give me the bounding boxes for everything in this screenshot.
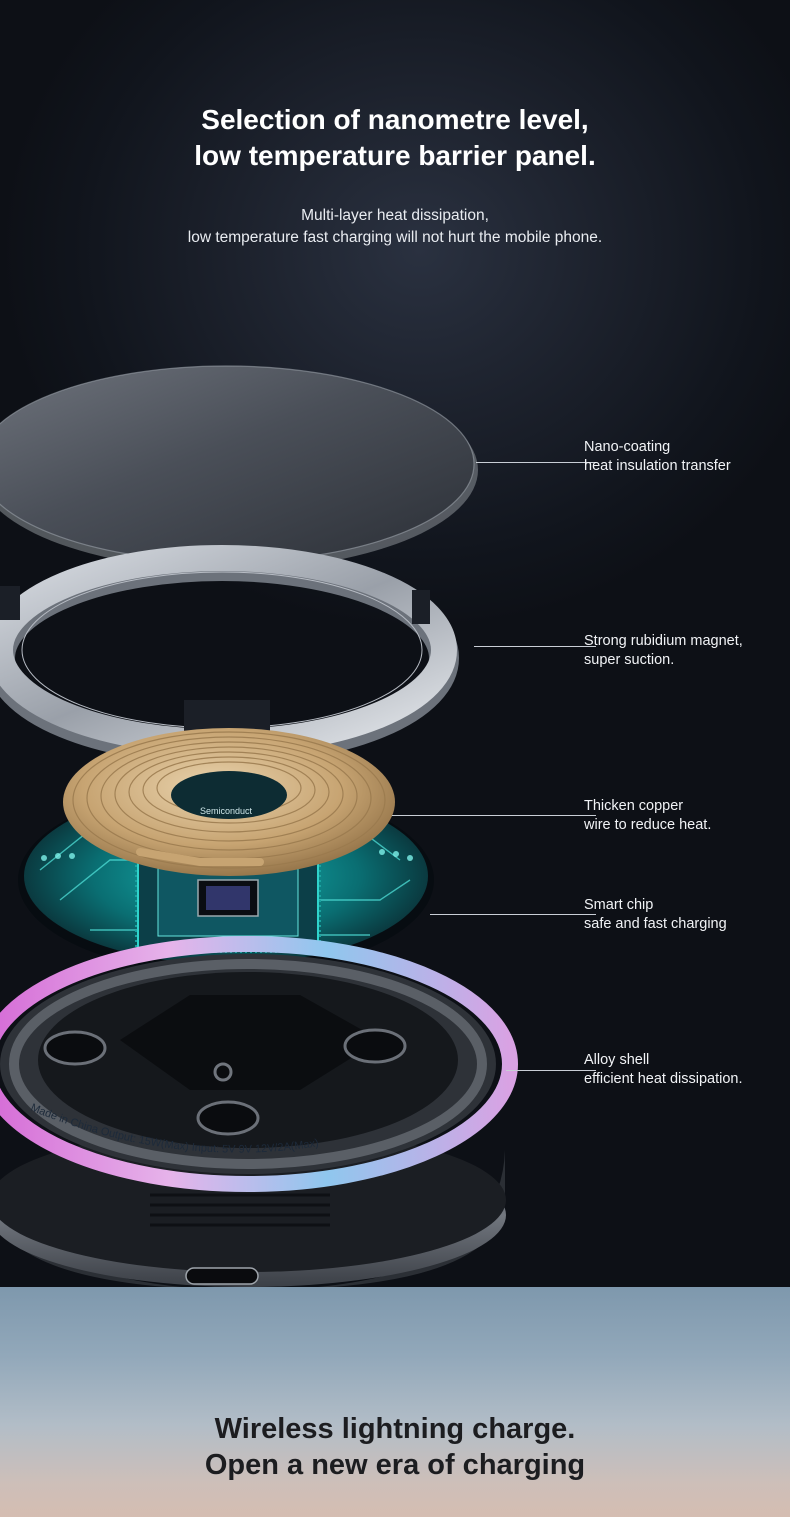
smart-chip bbox=[197, 879, 259, 917]
callout-copper-wire: Thicken copper wire to reduce heat. bbox=[584, 797, 711, 835]
leader-line-shell bbox=[506, 1070, 596, 1071]
hero-subline-line-2: low temperature fast charging will not h… bbox=[187, 229, 603, 246]
callout-nano-coating-line-1: Nano-coating bbox=[584, 439, 671, 455]
cover-plate bbox=[0, 365, 478, 570]
chip-label: Semiconduct bbox=[200, 806, 253, 816]
callout-nano-coating: Nano-coating heat insulation transfer bbox=[584, 438, 731, 476]
callout-copper-wire-line-2: wire to reduce heat. bbox=[584, 817, 712, 833]
callout-magnet-line-2: super suction. bbox=[584, 652, 675, 668]
callout-smart-chip-line-1: Smart chip bbox=[584, 897, 654, 913]
copper-coil: Semiconduct bbox=[63, 728, 395, 876]
callout-magnet-line-1: Strong rubidium magnet, bbox=[584, 633, 743, 649]
magnet-ring bbox=[0, 545, 459, 765]
hero-subline: Multi-layer heat dissipation, low temper… bbox=[0, 205, 790, 249]
callout-smart-chip-line-2: safe and fast charging bbox=[584, 916, 727, 932]
alloy-base: Made in China Output: 15W(Max) Input: 5V… bbox=[0, 936, 518, 1287]
hero-headline-line-1: Selection of nanometre level, bbox=[201, 104, 589, 135]
hero-headline-line-2: low temperature barrier panel. bbox=[194, 140, 596, 171]
usb-c-port bbox=[185, 1267, 259, 1285]
callout-smart-chip: Smart chip safe and fast charging bbox=[584, 896, 727, 934]
callout-magnet: Strong rubidium magnet, super suction. bbox=[584, 632, 743, 670]
callout-alloy-shell: Alloy shell efficient heat dissipation. bbox=[584, 1051, 743, 1089]
hero-subline-line-1: Multi-layer heat dissipation, bbox=[301, 207, 489, 224]
leader-line-magnet bbox=[474, 646, 596, 647]
callout-copper-wire-line-1: Thicken copper bbox=[584, 798, 684, 814]
callout-alloy-shell-line-2: efficient heat dissipation. bbox=[584, 1071, 743, 1087]
banner-headline: Wireless lightning charge. Open a new er… bbox=[0, 1411, 790, 1483]
hero-section: Selection of nanometre level, low temper… bbox=[0, 0, 790, 1287]
hero-headline: Selection of nanometre level, low temper… bbox=[0, 102, 790, 174]
callout-alloy-shell-line-1: Alloy shell bbox=[584, 1052, 650, 1068]
banner-headline-line-1: Wireless lightning charge. bbox=[214, 1413, 576, 1445]
callout-nano-coating-line-2: heat insulation transfer bbox=[584, 458, 731, 474]
banner-section: Wireless lightning charge. Open a new er… bbox=[0, 1287, 790, 1517]
banner-headline-line-2: Open a new era of charging bbox=[204, 1449, 586, 1481]
leader-line-chip bbox=[430, 914, 596, 915]
exploded-charger-illustration: Semiconduct bbox=[0, 365, 518, 1287]
leader-line-coil bbox=[392, 815, 596, 816]
leader-line-cover bbox=[476, 462, 596, 463]
